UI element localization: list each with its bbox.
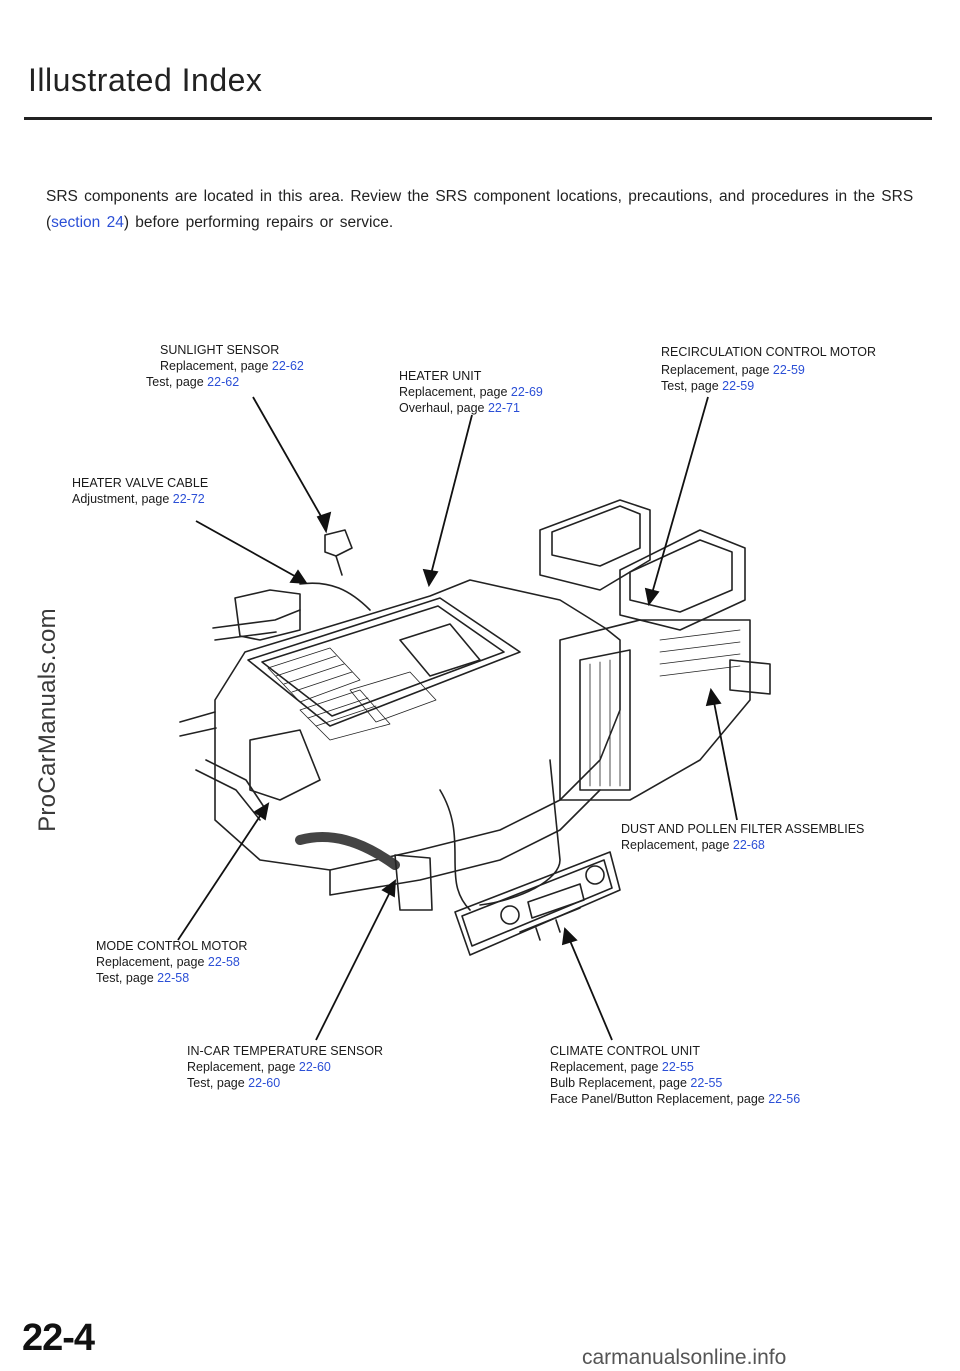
intro-text-after: ) before performing repairs or service. (123, 214, 394, 231)
incar-sensor-title: IN-CAR TEMPERATURE SENSOR (187, 1044, 384, 1058)
callout-mode-control-motor: MODE CONTROL MOTOR Replacement, page 22-… (96, 938, 247, 986)
callout-sunlight-sensor: SUNLIGHT SENSOR Replacement, page 22-62 … (146, 342, 304, 390)
heater-valve-cable-adjustment-text: Adjustment, page (72, 492, 170, 506)
intro-text-before: SRS components are located in this area.… (46, 188, 914, 231)
incar-sensor-test-link[interactable]: 22-60 (248, 1076, 281, 1090)
climate-unit-bulb-link[interactable]: 22-55 (690, 1076, 723, 1090)
heater-pipes (179, 711, 267, 821)
recirculation-duct (539, 499, 651, 591)
callout-heater-unit: HEATER UNIT Replacement, page 22-69 Over… (399, 368, 543, 416)
callout-climate-control-unit: CLIMATE CONTROL UNIT Replacement, page 2… (550, 1043, 800, 1107)
heater-unit-title: HEATER UNIT (399, 369, 482, 383)
recirc-motor-test-link[interactable]: 22-59 (722, 379, 755, 393)
section-24-link[interactable]: section 24 (51, 214, 124, 231)
sunlight-sensor-replacement-text: Replacement, page (160, 359, 269, 373)
mode-motor-replacement-link[interactable]: 22-58 (207, 955, 240, 969)
sunlight-sensor-part (324, 529, 353, 557)
dust-filter-replacement-text: Replacement, page (621, 838, 730, 852)
procarmanuals-watermark: ProCarManuals.com (34, 608, 61, 832)
srs-warning-paragraph: SRS components are located in this area.… (46, 184, 926, 236)
sunlight-sensor-replacement-link[interactable]: 22-62 (271, 359, 304, 373)
heater-unit-overhaul-link[interactable]: 22-71 (487, 401, 520, 415)
sunlight-sensor-title: SUNLIGHT SENSOR (160, 343, 280, 357)
blower-housing (559, 619, 751, 801)
callout-in-car-temperature-sensor: IN-CAR TEMPERATURE SENSOR Replacement, p… (187, 1043, 383, 1091)
filter-frame (247, 597, 521, 727)
page-number: 22-4 (22, 1317, 95, 1359)
page-title: Illustrated Index (28, 62, 263, 98)
mode-motor-part (249, 729, 321, 801)
climate-unit-replacement-text: Replacement, page (550, 1060, 659, 1074)
climate-control-unit-part (454, 851, 621, 956)
heater-unit-replacement-link[interactable]: 22-69 (510, 385, 543, 399)
filter-mesh (267, 647, 437, 741)
dust-filter-replacement-link[interactable]: 22-68 (732, 838, 765, 852)
callout-recirculation-motor: RECIRCULATION CONTROL MOTOR Replacement,… (661, 344, 876, 394)
climate-unit-replacement-link[interactable]: 22-55 (661, 1060, 694, 1074)
incar-sensor-replacement-link[interactable]: 22-60 (298, 1060, 331, 1074)
incar-sensor-replacement-text: Replacement, page (187, 1060, 296, 1074)
title-divider (24, 117, 932, 120)
climate-unit-face-panel-text: Face Panel/Button Replacement, page (550, 1092, 765, 1106)
recirc-motor-replacement-link[interactable]: 22-59 (772, 363, 805, 377)
climate-unit-face-panel-link[interactable]: 22-56 (768, 1092, 801, 1106)
incar-sensor-test-text: Test, page (187, 1076, 245, 1090)
callout-dust-pollen-filter: DUST AND POLLEN FILTER ASSEMBLIES Replac… (621, 821, 864, 853)
recirc-motor-test-text: Test, page (661, 379, 719, 393)
sunlight-sensor-test-text: Test, page (146, 375, 204, 389)
footer-site: carmanualsonline.info (582, 1346, 787, 1369)
mode-motor-test-link[interactable]: 22-58 (157, 971, 190, 985)
recirc-motor-replacement-text: Replacement, page (661, 363, 770, 377)
heater-unit-overhaul-text: Overhaul, page (399, 401, 485, 415)
mode-motor-title: MODE CONTROL MOTOR (96, 939, 248, 953)
aspirator-hose (295, 832, 400, 870)
recirc-motor-title: RECIRCULATION CONTROL MOTOR (661, 345, 877, 359)
mode-motor-test-text: Test, page (96, 971, 154, 985)
heater-valve-cable-adjustment-link[interactable]: 22-72 (172, 492, 205, 506)
sunlight-sensor-test-link[interactable]: 22-62 (207, 375, 240, 389)
mode-motor-replacement-text: Replacement, page (96, 955, 205, 969)
dust-filter-title: DUST AND POLLEN FILTER ASSEMBLIES (621, 822, 865, 836)
climate-unit-title: CLIMATE CONTROL UNIT (550, 1044, 701, 1058)
heater-unit-replacement-text: Replacement, page (399, 385, 508, 399)
callout-heater-valve-cable: HEATER VALVE CABLE Adjustment, page 22-7… (72, 475, 208, 507)
climate-unit-bulb-text: Bulb Replacement, page (550, 1076, 687, 1090)
heater-valve-cable-title: HEATER VALVE CABLE (72, 476, 209, 490)
